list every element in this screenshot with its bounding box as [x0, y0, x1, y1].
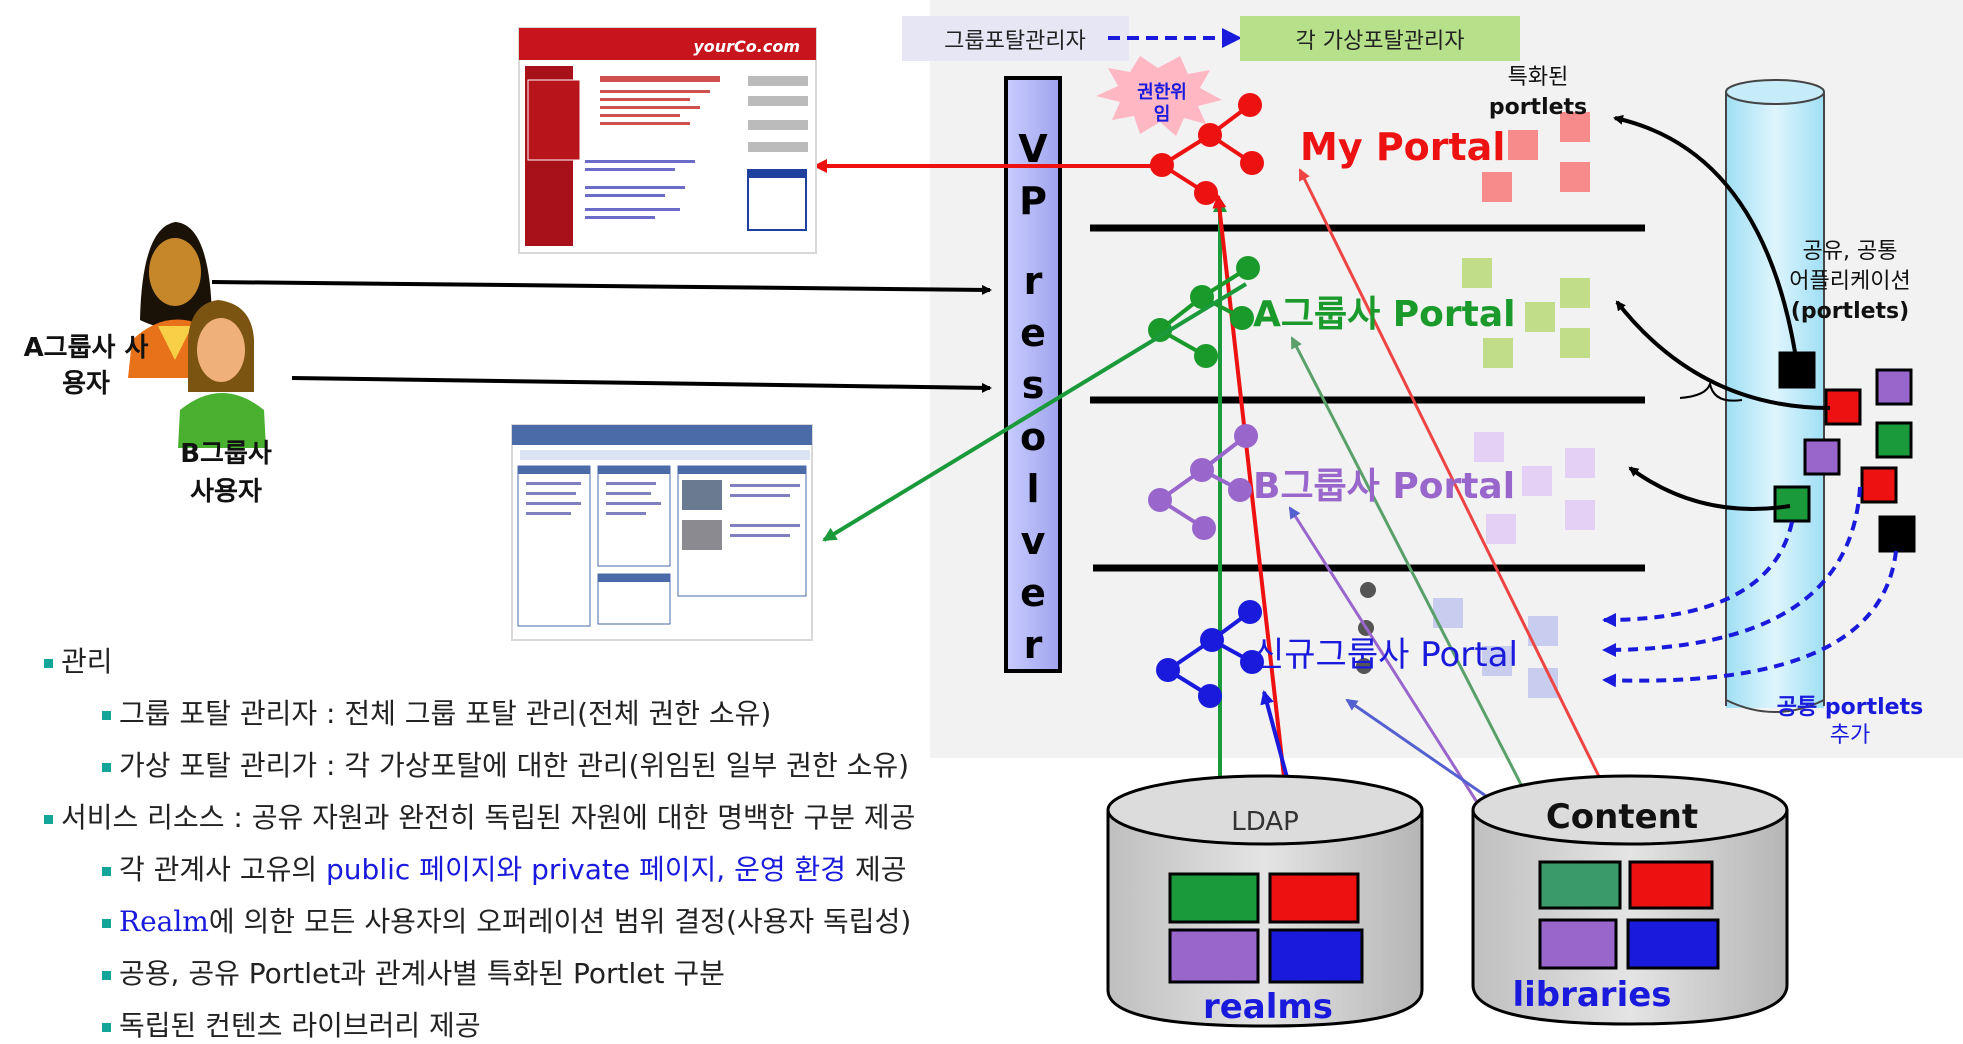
shared-apps-brace [1679, 380, 1743, 402]
a-group-user-avatar [128, 222, 226, 378]
admin-delegation-flow: 그룹포탈관리자 각 가상포탈관리자 권한위 임 [902, 16, 1520, 136]
my-portal-screenshot: yourCo.com [518, 27, 817, 254]
resolver-letter: v [1021, 519, 1046, 563]
resolver-letter: e [1020, 311, 1046, 355]
resolver-letter: s [1022, 363, 1045, 407]
library-green [1538, 860, 1622, 910]
shared-portlet-boxes [1773, 351, 1916, 553]
gray-dot [1356, 658, 1372, 674]
common-add-rest: 추가 [1830, 723, 1870, 748]
library-red [1628, 860, 1714, 910]
delegation-label-line2: 임 [1154, 104, 1171, 125]
a-portal-screenshot [511, 424, 813, 641]
a-portal-portlets [1462, 258, 1590, 368]
a-portal-to-screenshot-arrow [822, 282, 1248, 542]
content-store: Content libraries [1471, 774, 1789, 1026]
bullet-text: 서비스 리소스 : 공유 자원과 완전히 독립된 자원에 대한 명백한 구분 제… [61, 801, 916, 834]
my-portal: My Portal [1150, 93, 1505, 205]
bullet-service-resource: 서비스 리소스 : 공유 자원과 완전히 독립된 자원에 대한 명백한 구분 제… [44, 796, 915, 836]
bullet-highlight: Realm [119, 905, 209, 938]
bullet-content-library: 독립된 컨텐츠 라이브러리 제공 [102, 1004, 481, 1044]
resolver-letter: e [1020, 571, 1046, 615]
a-user-label-2: 용자 [62, 369, 110, 399]
bullet-text: 가상 포탈 관리가 : 각 가상포탈에 대한 관리(위임된 일부 권한 소유) [119, 749, 910, 782]
b-group-portal-label: B그룹사 Portal [1253, 466, 1515, 507]
shared-to-portal-arrows [1613, 114, 1831, 511]
new-group-portal: 신규그룹사 Portal [1156, 600, 1518, 708]
common-portlets-add-arrows [1602, 486, 1898, 688]
common-add-strong: 공통 portlets [1777, 695, 1923, 720]
bullet-text: 관리 [61, 645, 113, 678]
screenshot-brand: yourCo.com [693, 37, 800, 56]
resolver-letter: P [1019, 179, 1047, 223]
a-group-portal: A그룹사 Portal [1148, 256, 1515, 368]
bullet-text: 독립된 컨텐츠 라이브러리 제공 [119, 1009, 481, 1042]
b-user-to-resolver-arrow [291, 376, 992, 393]
special-portlets-label-2: portlets [1489, 95, 1587, 120]
library-purple [1538, 918, 1618, 970]
bullet-text: 그룹 포탈 관리자 : 전체 그룹 포탈 관리(전체 권한 소유) [119, 697, 772, 730]
bullet-text: 각 관계사 고유의 [119, 853, 327, 886]
realm-blue [1268, 928, 1364, 984]
resolver-letter: r [1024, 623, 1043, 667]
b-group-user-avatar [178, 300, 266, 448]
a-user-label-1: A그룹사 사 [24, 333, 149, 363]
realm-red [1268, 872, 1360, 924]
resolver-letter: V [1018, 127, 1048, 171]
libraries-label: libraries [1512, 975, 1671, 1015]
ldap-store-top-label: LDAP [1231, 807, 1299, 837]
realm-purple [1168, 928, 1260, 984]
bullet-mgmt: 관리 [44, 640, 113, 680]
b-user-label-2: 사용자 [190, 477, 262, 507]
bullet-text: 공용, 공유 Portlet과 관계사별 특화된 Portlet 구분 [119, 957, 725, 990]
bullet-realm: Realm에 의한 모든 사용자의 오퍼레이션 범위 결정(사용자 독립성) [102, 900, 911, 940]
special-portlets-label-1: 특화된 [1508, 65, 1569, 90]
realm-green [1168, 872, 1260, 924]
ldap-store: LDAP realms [1106, 774, 1424, 1028]
content-store-top-label: Content [1546, 797, 1698, 837]
bullet-text: 에 의한 모든 사용자의 오퍼레이션 범위 결정(사용자 독립성) [208, 905, 912, 938]
bullet-group-admin: 그룹 포탈 관리자 : 전체 그룹 포탈 관리(전체 권한 소유) [102, 692, 771, 732]
new-group-portal-label: 신규그룹사 Portal [1253, 635, 1518, 675]
group-portal-admin-label: 그룹포탈관리자 [944, 29, 1086, 54]
bullet-text: 제공 [846, 853, 907, 886]
bullet-highlight: public 페이지와 private 페이지, 운영 환경 [326, 853, 847, 886]
resolver-letter: r [1024, 259, 1043, 303]
realms-label: realms [1203, 987, 1333, 1027]
library-blue [1626, 918, 1720, 970]
vp-resolver: V P r e s o l v e r [1004, 76, 1062, 673]
portal-dividers [1090, 224, 1645, 572]
resolver-letter: o [1020, 415, 1046, 459]
a-user-to-resolver-arrow [211, 280, 992, 295]
shared-apps-label-3: (portlets) [1791, 299, 1909, 324]
shared-apps-label-2: 어플리케이션 [1789, 269, 1910, 294]
gray-dot [1360, 582, 1376, 598]
my-portal-label: My Portal [1300, 125, 1505, 169]
bullet-portlet-split: 공용, 공유 Portlet과 관계사별 특화된 Portlet 구분 [102, 952, 725, 992]
b-portal-portlets [1474, 432, 1595, 544]
delegation-label-line1: 권한위 [1137, 82, 1187, 103]
b-group-portal: B그룹사 Portal [1148, 424, 1515, 540]
virtual-portal-admin-label: 각 가상포탈관리자 [1296, 29, 1465, 54]
b-user-label-1: B그룹사 [180, 439, 272, 469]
shared-apps-pipe [1725, 79, 1825, 713]
my-portal-portlets [1482, 112, 1590, 202]
bullet-virtual-admin: 가상 포탈 관리가 : 각 가상포탈에 대한 관리(위임된 일부 권한 소유) [102, 744, 909, 784]
shared-apps-label-1: 공유, 공통 [1803, 239, 1898, 264]
resolver-letter: l [1026, 467, 1039, 511]
new-portal-portlets [1433, 598, 1558, 698]
delegation-burst [1096, 56, 1222, 136]
bullet-pages: 각 관계사 고유의 public 페이지와 private 페이지, 운영 환경… [102, 848, 906, 888]
a-group-portal-label: A그룹사 Portal [1253, 294, 1515, 335]
